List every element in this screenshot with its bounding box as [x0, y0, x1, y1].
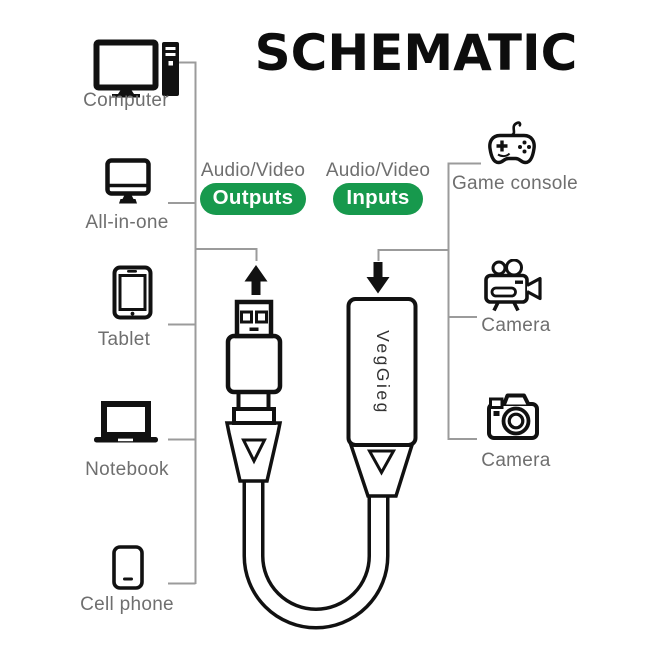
label-all-in-one: All-in-one — [85, 212, 169, 233]
inputs-group: Audio/Video Inputs — [321, 160, 435, 215]
video-camera-icon — [484, 258, 542, 312]
all-in-one-pc-icon — [105, 158, 151, 206]
connector-lines — [168, 61, 481, 585]
output-arrow-up-icon — [244, 265, 268, 295]
inputs-caption: Audio/Video — [325, 160, 431, 181]
label-computer: Computer — [83, 90, 169, 111]
laptop-icon — [93, 401, 159, 443]
label-camera-photo: Camera — [481, 450, 551, 471]
outputs-group: Audio/Video Outputs — [196, 160, 310, 215]
inputs-badge: Inputs — [333, 183, 423, 215]
capture-device — [346, 297, 418, 498]
cell-phone-icon — [112, 545, 144, 590]
label-tablet: Tablet — [97, 329, 151, 350]
label-game-console: Game console — [451, 173, 579, 194]
label-cell-phone: Cell phone — [80, 594, 174, 615]
usb-plug — [224, 299, 283, 483]
game-controller-icon — [486, 118, 538, 168]
outputs-badge: Outputs — [199, 183, 307, 215]
device-brand-label: VegGieg — [373, 329, 394, 415]
label-camera-video: Camera — [481, 315, 551, 336]
page-title: SCHEMATIC — [254, 24, 578, 82]
label-notebook: Notebook — [85, 459, 169, 480]
photo-camera-icon — [487, 392, 539, 440]
usb-cable — [242, 470, 390, 630]
outputs-caption: Audio/Video — [200, 160, 306, 181]
input-arrow-down-icon — [366, 262, 390, 294]
desktop-computer-icon — [92, 38, 180, 98]
tablet-icon — [112, 265, 153, 320]
